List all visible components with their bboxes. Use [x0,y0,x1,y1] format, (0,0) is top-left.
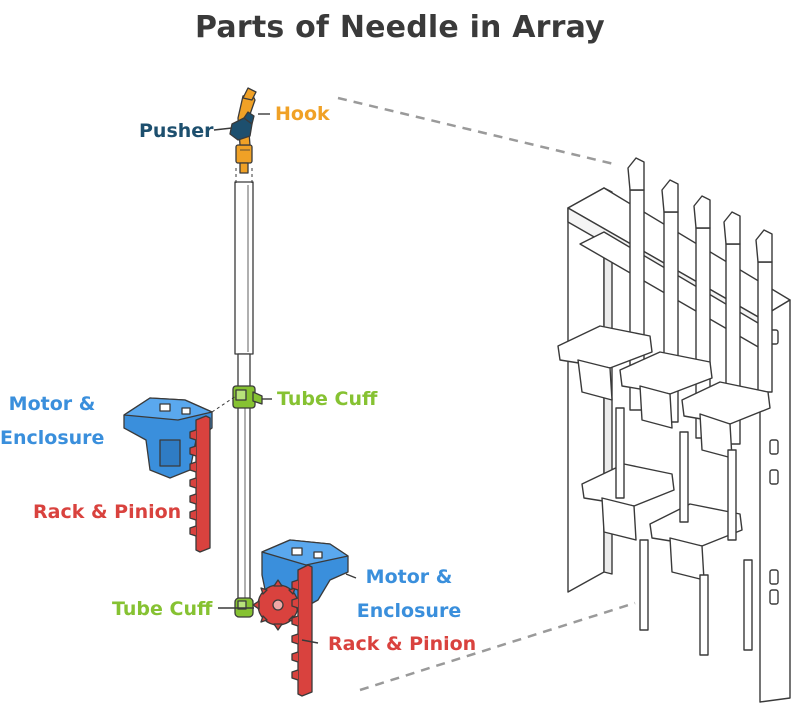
motor-enclosure-top-line1: Motor & [8,393,96,415]
pusher-part [229,111,255,141]
array-lower-motors [581,463,743,581]
motor-enclosure-top-line2: Enclosure [0,427,105,449]
needle-array [557,157,791,703]
zoom-line-bottom [359,601,636,692]
tube-cuff-bottom-label: Tube Cuff [112,598,213,620]
motor-enclosure-bottom-line1: Motor & [365,566,453,588]
array-upper-motors [557,325,771,459]
rack-pinion-top-label: Rack & Pinion [33,501,182,523]
tube-cuff-top-label: Tube Cuff [277,388,378,410]
motor-enclosure-bottom-line2: Enclosure [356,600,462,622]
hook-label: Hook [275,103,330,125]
rack-pinion-bottom-part [291,564,313,697]
rack-pinion-top-part [189,415,211,553]
rack-pinion-bottom-label: Rack & Pinion [328,633,477,655]
array-needles [627,157,773,445]
tube-cuff-top-part [232,385,263,409]
motor-enclosure-bottom-label: Motor & Enclosure [356,565,462,623]
array-racks [615,407,753,656]
motor-enclosure-top-label: Motor & Enclosure [0,392,104,450]
single-needle [123,87,357,697]
needle-tube-upper [234,181,254,355]
page-title: Parts of Needle in Array [195,10,605,45]
zoom-line-top [337,96,619,167]
pusher-label: Pusher [139,120,214,142]
needle-tube-lower [237,401,251,603]
